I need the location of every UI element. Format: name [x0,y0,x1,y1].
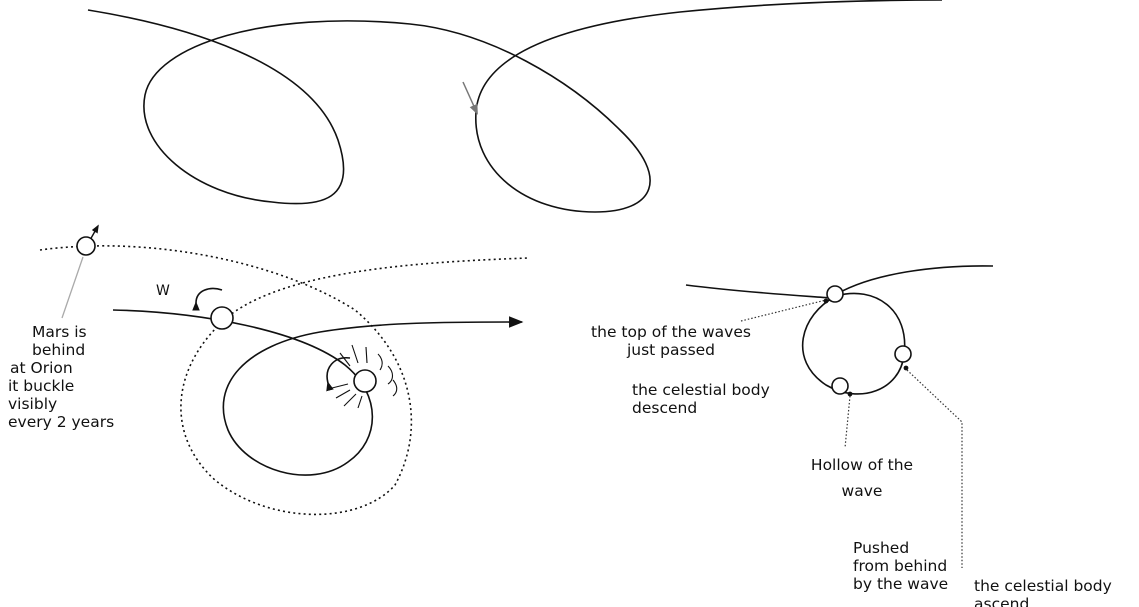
mars-trajectory [112,309,524,476]
wave-loop [801,292,906,395]
hollow-label: Hollow of the wave [800,452,924,504]
leader-hollow [844,395,851,449]
pushed-label: Pushed from behind by the wave [853,539,948,593]
motion-arrow [462,81,478,115]
leader-top-of-waves [740,299,827,322]
radiating-rays [331,344,398,409]
top-of-waves-line-1: the top of the waves [591,323,751,341]
w-mark: W [156,283,170,299]
body-wave-hollow [831,377,849,395]
pushed-line-3: by the wave [853,575,949,593]
rotation-arrow-right [326,357,351,392]
mars-note-line-6: every 2 years [8,413,115,431]
dot-hollow [847,391,853,397]
pushed-line-1: Pushed [853,539,910,557]
hollow-line-2: wave [841,482,883,500]
top-loop-trajectory [87,0,943,213]
mars-note-line-1: Mars is [32,323,87,341]
mars-note-line-3: at Orion [10,359,73,377]
body-wave-top [826,285,844,303]
top-of-waves-label: the top of the waves just passed [578,323,764,359]
body-wave-side [894,345,912,363]
mars-body-marker [76,236,96,256]
body-descend-line-2: descend [632,399,698,417]
mars-note-line-5: visibly [8,395,58,413]
mars-note-line-2: behind [32,341,86,359]
body-at-w [210,306,234,330]
body-ascend-line-1: the celestial body [974,577,1112,595]
mars-direction-arrow [89,224,99,241]
dotted-outer-orbit [39,245,529,516]
hollow-line-1: Hollow of the [810,456,914,474]
body-in-loop [353,369,377,393]
dot-ascend [903,365,909,371]
pushed-line-2: from behind [853,557,948,575]
dot-top [823,298,829,304]
body-descend-label: the celestial body descend [632,381,770,417]
top-of-waves-line-2: just passed [626,341,716,359]
mars-note-line-4: it buckle [8,377,75,395]
leader-ascend [906,369,963,568]
mars-note: Mars is behind at Orion it buckle visibl… [8,323,114,431]
body-ascend-line-2: ascend [974,595,1030,607]
rotation-arrow-left [192,287,223,311]
body-ascend-label: the celestial body ascend [974,577,1112,607]
mars-pointer-line [61,256,84,319]
body-descend-line-1: the celestial body [632,381,770,399]
